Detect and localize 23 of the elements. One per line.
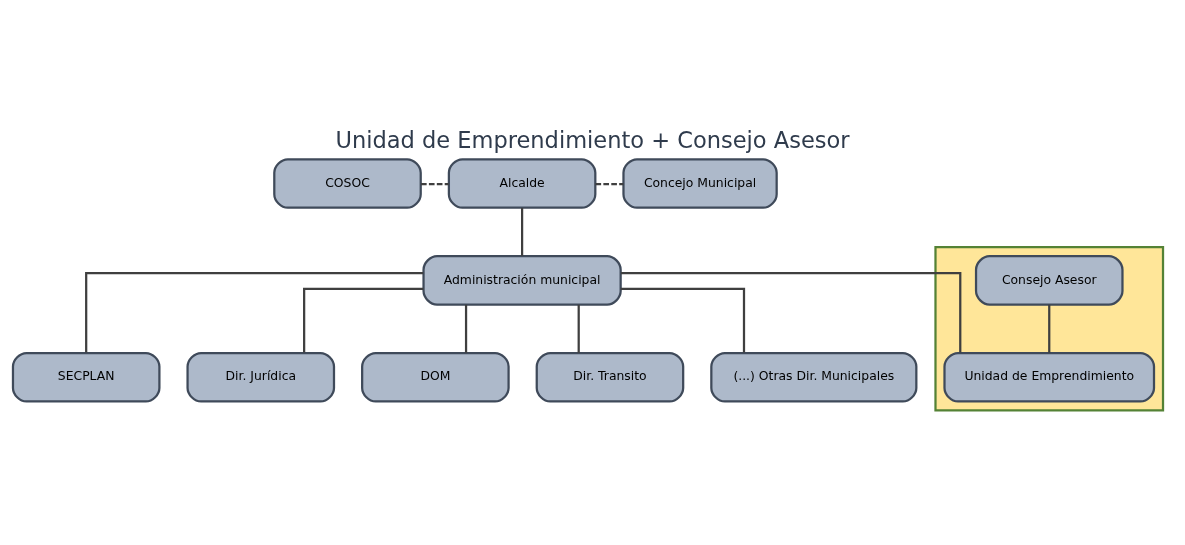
diagram-title: Unidad de Emprendimiento + Consejo Asesor <box>335 127 850 154</box>
node-box: COSOC <box>273 158 422 209</box>
node-box: Dir. Transito <box>535 351 685 403</box>
node-box: Concejo Municipal <box>622 158 778 209</box>
connector <box>595 182 624 186</box>
node-box: DOM <box>361 351 510 403</box>
connector <box>1048 304 1051 353</box>
node-box: SECPLAN <box>11 351 161 403</box>
node-box: (...) Otras Dir. Municipales <box>710 351 918 403</box>
connector <box>303 287 424 353</box>
connector <box>421 182 449 186</box>
connector <box>520 207 524 256</box>
node-box: Unidad de Emprendimiento <box>943 351 1156 403</box>
connector <box>621 271 962 353</box>
connector <box>620 287 746 353</box>
node-box: Alcalde <box>447 158 597 209</box>
node-box: Consejo Asesor <box>974 255 1124 306</box>
cluster <box>934 246 1165 412</box>
node-box: Administración municipal <box>422 255 622 306</box>
connector <box>85 271 424 353</box>
connector <box>577 304 580 353</box>
node-box: Dir. Jurídica <box>186 351 336 403</box>
connector <box>464 304 468 353</box>
